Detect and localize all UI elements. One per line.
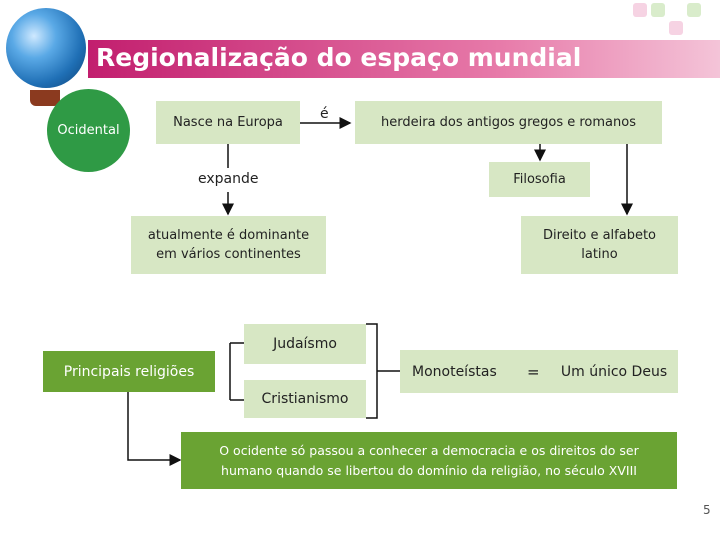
principais-religioes-node: Principais religiões xyxy=(43,351,215,392)
globe-stand-icon xyxy=(30,90,60,106)
dominante-node: atualmente é dominante em vários contine… xyxy=(131,216,326,274)
monoteistas-label: Monoteístas xyxy=(412,364,497,380)
ocidental-node: Ocidental xyxy=(47,89,130,172)
expande-label: expande xyxy=(198,171,259,187)
decorative-square xyxy=(687,3,701,17)
title-banner xyxy=(88,40,720,78)
nasce-europa-node: Nasce na Europa xyxy=(156,101,300,144)
page-number: 5 xyxy=(703,503,711,517)
decorative-square xyxy=(669,21,683,35)
unico-deus-node: Um único Deus xyxy=(550,350,678,393)
conclusao-node: O ocidente só passou a conhecer a democr… xyxy=(181,432,677,489)
judaismo-node: Judaísmo xyxy=(244,324,366,364)
decorative-square xyxy=(633,3,647,17)
filosofia-node: Filosofia xyxy=(489,162,590,197)
e-label: é xyxy=(320,106,329,122)
globe-icon xyxy=(6,8,86,88)
decorative-square xyxy=(651,3,665,17)
cristianismo-node: Cristianismo xyxy=(244,380,366,418)
direito-node: Direito e alfabeto latino xyxy=(521,216,678,274)
herdeira-node: herdeira dos antigos gregos e romanos xyxy=(355,101,662,144)
page-title: Regionalização do espaço mundial xyxy=(96,43,582,72)
equals-sign: = xyxy=(527,363,540,381)
